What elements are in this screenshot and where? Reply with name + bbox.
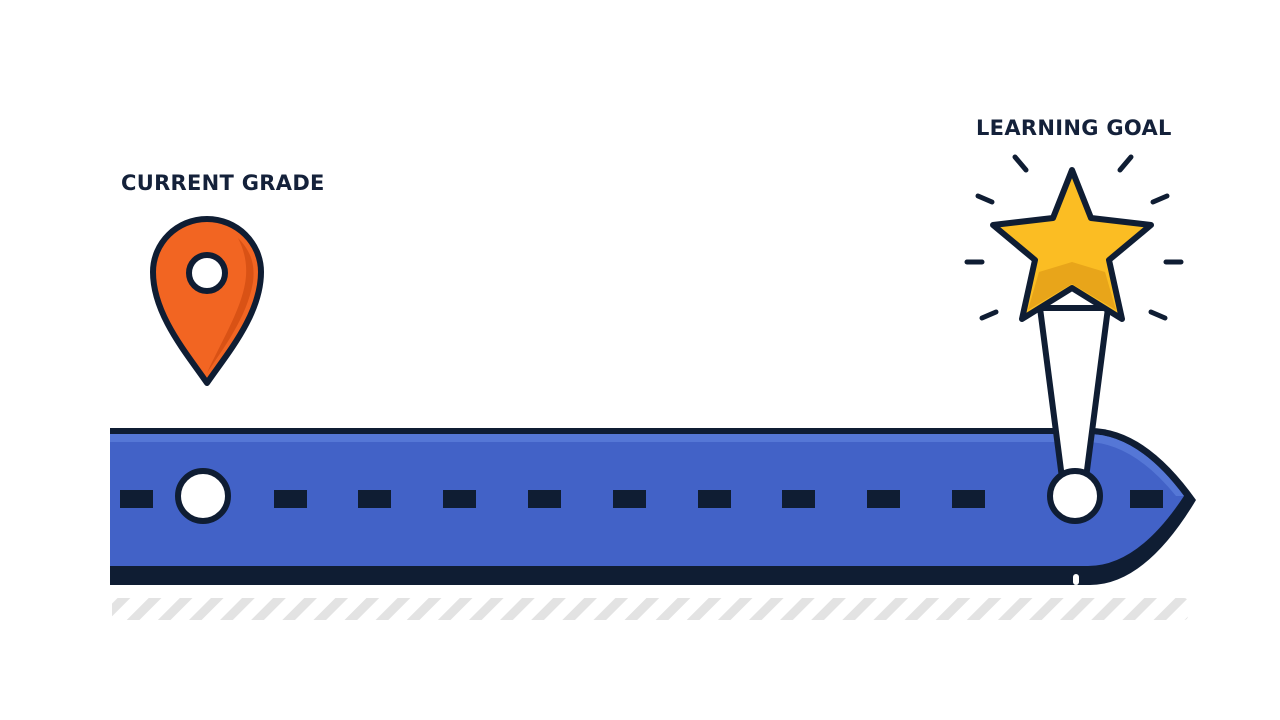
sparkle-ray <box>1012 154 1029 173</box>
sparkle-ray <box>1117 154 1134 173</box>
sparkle-ray <box>1148 309 1168 321</box>
track-dash <box>782 490 815 508</box>
current-grade-label: CURRENT GRADE <box>121 171 325 195</box>
track-dash <box>613 490 646 508</box>
track-dash <box>528 490 561 508</box>
ground-shadow <box>112 598 1188 620</box>
progress-track <box>110 428 1196 585</box>
sparkle-ray <box>1150 193 1170 205</box>
star-icon <box>990 167 1154 322</box>
track-dash <box>274 490 307 508</box>
track-dash <box>952 490 985 508</box>
star-shape <box>990 167 1154 322</box>
star-shade <box>1028 262 1116 310</box>
track-body <box>110 434 1184 566</box>
track-dash <box>867 490 900 508</box>
map-pin-hole <box>186 252 228 294</box>
sparkle-ray <box>979 309 999 321</box>
track-dashes <box>120 490 1163 508</box>
learning-goal-label: LEARNING GOAL <box>976 116 1172 140</box>
goal-milestone <box>1047 468 1103 524</box>
track-dash <box>120 490 153 508</box>
track-dash <box>698 490 731 508</box>
map-pin-shade <box>207 238 254 373</box>
goal-notch <box>1073 574 1079 585</box>
start-milestone <box>175 468 231 524</box>
track-dash <box>1130 490 1163 508</box>
map-pin-icon <box>150 216 264 386</box>
track-dash <box>443 490 476 508</box>
sparkle-ray <box>975 193 995 205</box>
map-pin-body <box>150 216 264 386</box>
sparkle-rays-icon <box>964 154 1184 321</box>
track-dash <box>358 490 391 508</box>
